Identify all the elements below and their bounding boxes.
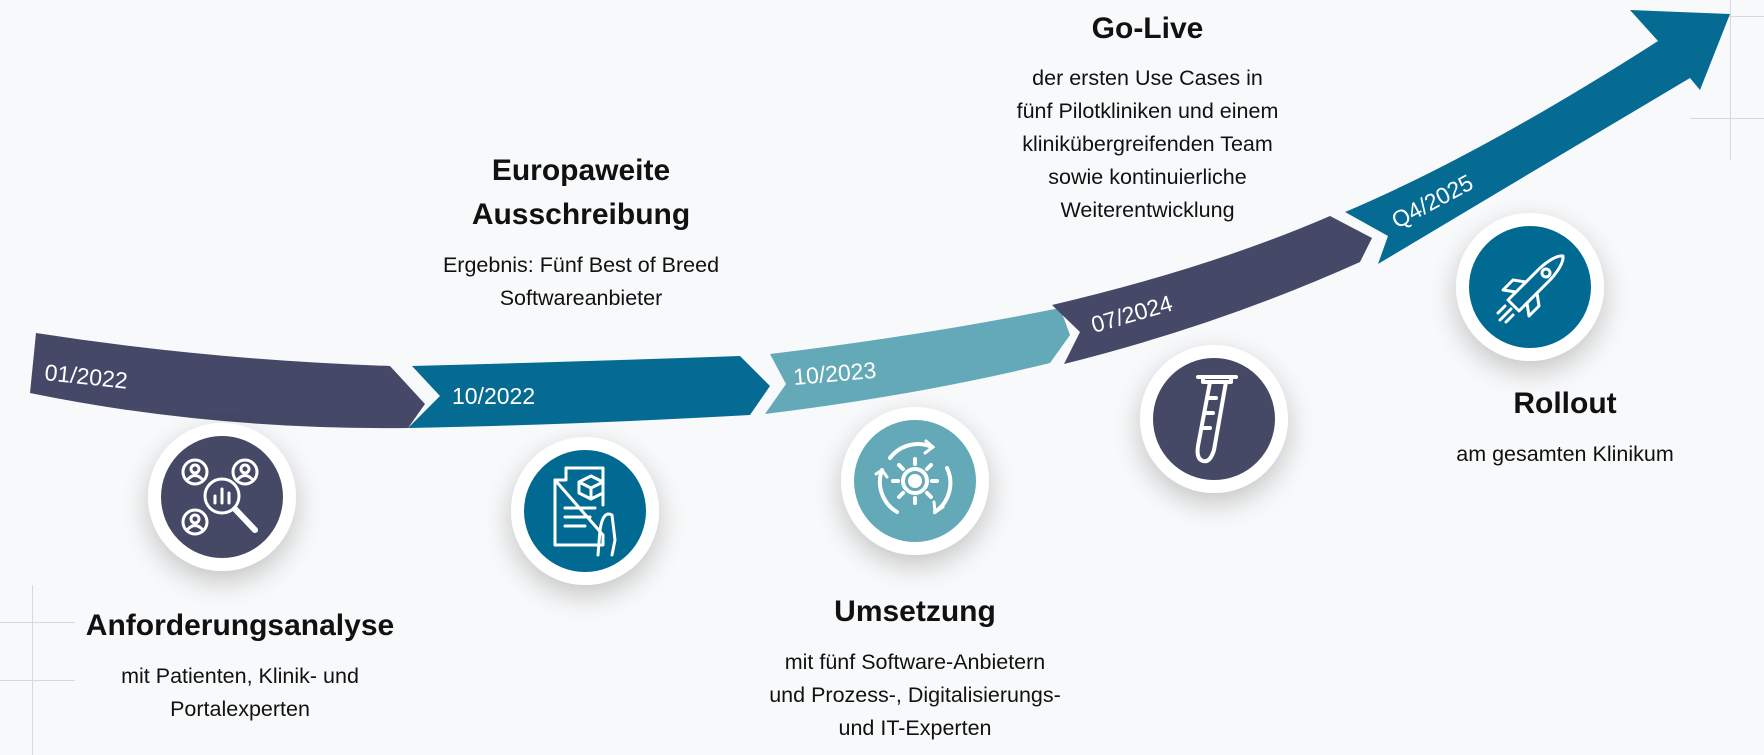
milestone-anforderungsanalyse: Anforderungsanalyse mit Patienten, Klini…	[60, 604, 420, 726]
timeline-arrow	[30, 10, 1730, 429]
segment-q4-2025	[1345, 10, 1730, 264]
milestone-title: Ausschreibung	[471, 198, 691, 231]
milestone-go-live: Go-Live der ersten Use Cases in fünf Pil…	[960, 7, 1335, 227]
segment-01-2022	[30, 333, 425, 429]
milestone-rollout: Rollout am gesamten Klinikum	[1410, 382, 1720, 471]
milestone-description-line: und Prozess-, Digitalisierungs-	[769, 683, 1061, 707]
milestone-title: Umsetzung	[834, 595, 996, 628]
milestone-description-line: mit Patienten, Klinik- und	[121, 664, 359, 688]
milestone-description-line: mit fünf Software-Anbietern	[784, 650, 1046, 674]
gear-cycle-icon	[874, 439, 953, 515]
milestone-title: Go-Live	[1091, 12, 1204, 45]
people-analysis-icon	[181, 458, 259, 536]
milestone-description-line: der ersten Use Cases in	[1032, 66, 1263, 90]
milestone-description-line: Portalexperten	[170, 697, 310, 721]
milestone-icon-2	[511, 437, 659, 585]
milestone-description-line: Softwareanbieter	[499, 286, 663, 310]
milestone-title: Rollout	[1513, 387, 1617, 420]
milestone-description-line: klinikübergreifenden Team	[1022, 132, 1273, 156]
milestone-icon-5	[1456, 213, 1604, 361]
test-tube-icon	[1195, 375, 1238, 464]
milestone-description-line: und IT-Experten	[838, 716, 992, 740]
milestone-title: Europaweite	[491, 154, 671, 187]
segment-07-2024	[1052, 216, 1372, 364]
milestone-description-line: am gesamten Klinikum	[1456, 442, 1674, 466]
rocket-icon	[1496, 254, 1565, 324]
contract-document-icon	[553, 466, 617, 557]
milestone-description-line: Weiterentwicklung	[1060, 198, 1235, 222]
milestone-icon-4	[1140, 345, 1288, 493]
milestone-ausschreibung: Europaweite Ausschreibung Ergebnis: Fünf…	[400, 149, 762, 315]
segment-10-2022	[408, 356, 770, 428]
milestone-title: Anforderungsanalyse	[85, 609, 395, 642]
milestone-description-line: fünf Pilotkliniken und einem	[1016, 99, 1279, 123]
date-label-10-2022: 10/2022	[452, 383, 535, 409]
segment-10-2023	[765, 308, 1070, 414]
milestone-description-line: Ergebnis: Fünf Best of Breed	[442, 253, 720, 277]
milestone-umsetzung: Umsetzung mit fünf Software-Anbietern un…	[735, 590, 1095, 745]
milestone-description-line: sowie kontinuierliche	[1048, 165, 1247, 189]
